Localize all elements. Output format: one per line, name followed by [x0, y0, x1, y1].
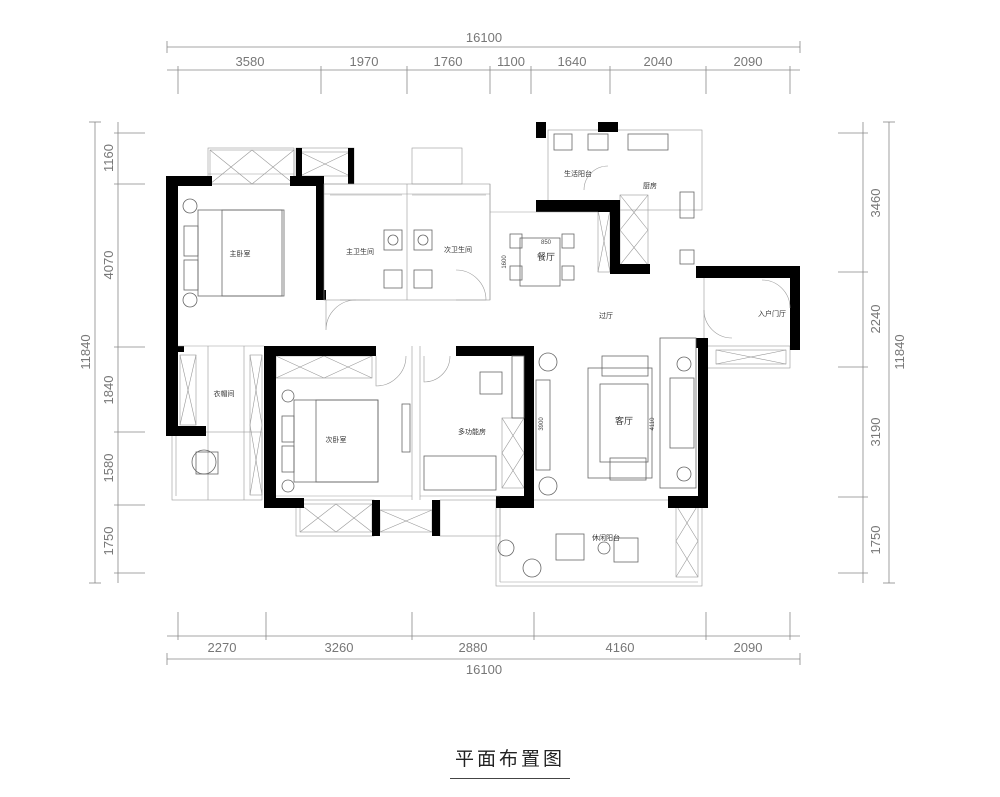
left-total-dimension: 11840 [78, 334, 93, 369]
label-master-bath: 主卫生间 [346, 247, 374, 256]
label-dining: 餐厅 [537, 251, 555, 263]
bottom-dimension-lines [166, 612, 801, 665]
balcony-outlines [171, 129, 791, 587]
door-swings [325, 165, 791, 387]
bottom-dimension-5: 2090 [734, 640, 763, 655]
bottom-dimension-1: 2270 [208, 640, 237, 655]
drawing-title: 平面布置图 [454, 748, 565, 770]
top-dimension-4: 1100 [497, 54, 525, 69]
walls [166, 122, 800, 536]
left-dimension-1: 1160 [101, 144, 116, 172]
right-dimension-1: 3460 [868, 189, 883, 218]
label-living-room: 客厅 [615, 415, 633, 427]
left-dimension-lines [89, 121, 145, 584]
right-dimension-lines [838, 121, 895, 584]
interior-partitions [178, 183, 705, 500]
right-dimension-2: 2240 [868, 305, 883, 334]
label-entrance: 入户门厅 [758, 309, 786, 318]
label-master-bedroom: 主卧室 [230, 249, 251, 258]
top-dimension-2: 1970 [350, 54, 379, 69]
multi-room-furniture [423, 355, 525, 491]
top-dimension-1: 3580 [236, 54, 265, 69]
bottom-total-dimension: 16100 [466, 662, 502, 677]
left-dimension-5: 1750 [101, 527, 116, 556]
label-leisure-balcony: 休闲阳台 [592, 533, 620, 542]
bottom-dimension-2: 3260 [325, 640, 354, 655]
bottom-dimension-3: 2880 [459, 640, 488, 655]
tv-cabinet [401, 403, 411, 453]
dining-length-annotation: 1600 [502, 255, 508, 269]
top-dimension-lines [166, 41, 801, 94]
second-bed [281, 389, 379, 493]
living-depth-annotation: 3900 [539, 417, 545, 431]
dining-table [509, 233, 575, 287]
living-width-annotation: 4110 [650, 417, 656, 431]
label-second-bedroom: 次卧室 [326, 435, 347, 444]
kitchen-fixtures [553, 133, 695, 265]
label-multi-room: 多功能房 [458, 427, 486, 436]
living-sofa [535, 337, 697, 496]
bath-fixtures [330, 194, 486, 289]
top-dimension-3: 1760 [434, 54, 463, 69]
right-dimension-3: 3190 [868, 418, 883, 447]
right-dimension-4: 1750 [868, 526, 883, 555]
title-underline [450, 778, 570, 779]
master-bed [182, 198, 285, 308]
left-dimension-3: 1840 [101, 376, 116, 405]
label-guest-bath: 次卫生间 [444, 245, 472, 254]
left-dimension-4: 1580 [101, 454, 116, 483]
left-dimension-2: 4070 [101, 251, 116, 280]
top-dimension-7: 2090 [734, 54, 763, 69]
dining-width-annotation: 850 [541, 240, 552, 246]
bottom-dimension-4: 4160 [606, 640, 635, 655]
label-laundry-balcony: 生活阳台 [564, 169, 592, 178]
label-corridor: 过厅 [599, 311, 613, 320]
label-kitchen: 厨房 [643, 181, 657, 190]
top-dimension-5: 1640 [558, 54, 587, 69]
label-cloakroom: 衣帽间 [214, 389, 235, 398]
right-total-dimension: 11840 [892, 334, 907, 369]
top-dimension-6: 2040 [644, 54, 673, 69]
top-total-dimension: 16100 [466, 30, 502, 45]
balcony-furniture [191, 449, 639, 578]
